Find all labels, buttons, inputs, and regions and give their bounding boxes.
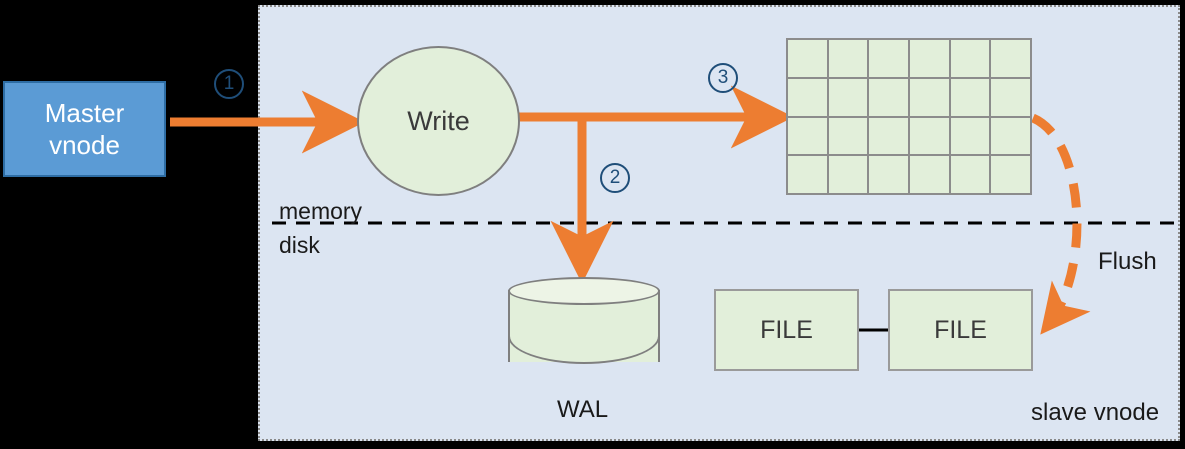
slave-vnode-label: slave vnode bbox=[1031, 399, 1160, 426]
mem-table-cell bbox=[869, 156, 908, 193]
mem-table-cell bbox=[910, 156, 949, 193]
mem-table-cell bbox=[950, 78, 990, 116]
mem-table-cell bbox=[869, 78, 908, 116]
write-node-label: Write bbox=[407, 105, 470, 136]
write-node[interactable]: Write bbox=[357, 46, 520, 196]
mem-table-cell bbox=[950, 156, 990, 193]
step-marker-1: 1 bbox=[214, 69, 244, 99]
mem-table-cell bbox=[991, 78, 1030, 116]
mem-table-cell bbox=[950, 117, 990, 155]
step-marker-2: 2 bbox=[600, 163, 630, 193]
mem-table-cell bbox=[788, 40, 827, 77]
master-vnode-label-line1: Master bbox=[44, 97, 125, 128]
file-box-1[interactable]: FILE bbox=[714, 289, 859, 371]
mem-table-cell bbox=[828, 78, 868, 116]
master-vnode-label-line2: vnode bbox=[49, 130, 120, 160]
mem-table-cell bbox=[828, 156, 868, 193]
flush-label: Flush bbox=[1098, 248, 1157, 275]
mem-table-grid bbox=[786, 38, 1032, 195]
mem-table-cell bbox=[910, 117, 949, 155]
disk-label: disk bbox=[279, 232, 320, 258]
mem-table-cell bbox=[828, 117, 868, 155]
mem-table-cell bbox=[869, 117, 908, 155]
mem-table-cell bbox=[991, 117, 1030, 155]
wal-cylinder[interactable] bbox=[508, 277, 660, 375]
mem-table-cell bbox=[910, 40, 949, 77]
file-box-2[interactable]: FILE bbox=[888, 289, 1033, 371]
master-vnode-box[interactable]: Master vnode bbox=[3, 81, 166, 177]
mem-table-cell bbox=[950, 40, 990, 77]
mem-table-cell bbox=[828, 40, 868, 77]
wal-label: WAL bbox=[557, 396, 609, 423]
mem-table-cell bbox=[910, 78, 949, 116]
mem-table-cell bbox=[788, 78, 827, 116]
arrow-flush-memtable-to-file bbox=[1030, 113, 1091, 335]
wal-cylinder-top bbox=[508, 277, 660, 305]
mem-table-cell bbox=[788, 117, 827, 155]
file-box-1-label: FILE bbox=[760, 315, 813, 344]
mem-table-cell bbox=[991, 40, 1030, 77]
memory-label: memory bbox=[279, 198, 363, 224]
file-box-2-label: FILE bbox=[934, 315, 987, 344]
mem-table-cell bbox=[869, 40, 908, 77]
mem-table-cell bbox=[788, 156, 827, 193]
step-marker-3: 3 bbox=[708, 63, 738, 93]
mem-table-cell bbox=[991, 156, 1030, 193]
